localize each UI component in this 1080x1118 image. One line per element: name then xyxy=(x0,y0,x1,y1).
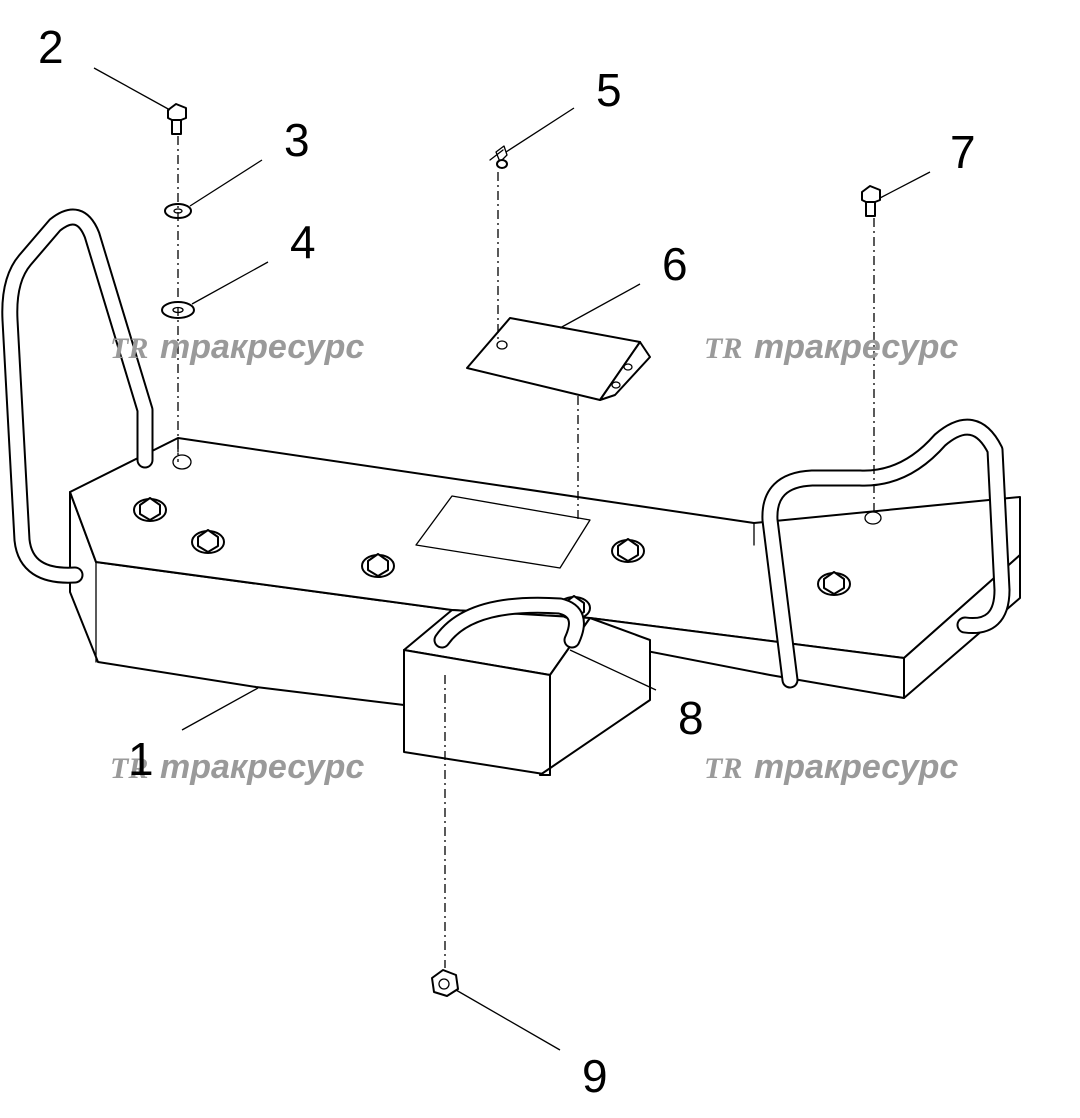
bolt-icon xyxy=(167,103,187,135)
callout-4: 4 xyxy=(290,216,316,268)
cradle-side xyxy=(539,617,651,776)
bolt-head-icon xyxy=(191,529,225,554)
watermark-text: тракресурс xyxy=(160,328,364,366)
watermark-logo: TR xyxy=(704,332,742,365)
callout-5: 5 xyxy=(596,64,622,116)
watermark-logo: TR xyxy=(704,752,742,785)
callout-3: 3 xyxy=(284,114,310,166)
watermark: TR тракресурс xyxy=(704,328,958,366)
nameplate-icon xyxy=(466,317,651,401)
watermark: TR тракресурс xyxy=(110,748,364,786)
bolt-head-icon xyxy=(817,571,851,596)
callout-labels: 1 2 3 4 5 6 7 8 9 xyxy=(38,21,976,1102)
bolt-head-icon xyxy=(361,553,395,578)
bolt-icon xyxy=(861,185,881,217)
assembly-lines xyxy=(177,136,875,968)
pin-icon xyxy=(489,145,508,169)
plate-recess xyxy=(415,495,591,569)
mount-hole xyxy=(172,454,192,470)
callout-1: 1 xyxy=(128,733,154,785)
watermark-text: тракресурс xyxy=(754,328,958,366)
watermark-text: тракресурс xyxy=(754,748,958,786)
top-bolts xyxy=(133,454,882,620)
callout-6: 6 xyxy=(662,238,688,290)
right-handrail xyxy=(761,418,1011,689)
front-u-handle xyxy=(433,596,585,649)
callout-7: 7 xyxy=(950,126,976,178)
nut-icon xyxy=(431,969,459,997)
callout-9: 9 xyxy=(582,1050,608,1102)
body-part-1 xyxy=(69,437,1021,776)
watermark-logo: TR xyxy=(110,752,148,785)
callout-8: 8 xyxy=(678,692,704,744)
bolt-head-icon xyxy=(133,497,167,522)
watermark: TR тракресурс xyxy=(110,328,364,366)
watermark-text: тракресурс xyxy=(160,748,364,786)
leader-lines xyxy=(93,67,931,1051)
callout-2: 2 xyxy=(38,21,64,73)
exploded-parts xyxy=(161,103,881,997)
mount-hole xyxy=(864,511,882,525)
bolt-head-icon xyxy=(611,538,645,563)
left-handrail xyxy=(1,208,154,584)
watermark-logo: TR xyxy=(110,332,148,365)
watermark: TR тракресурс xyxy=(704,748,958,786)
